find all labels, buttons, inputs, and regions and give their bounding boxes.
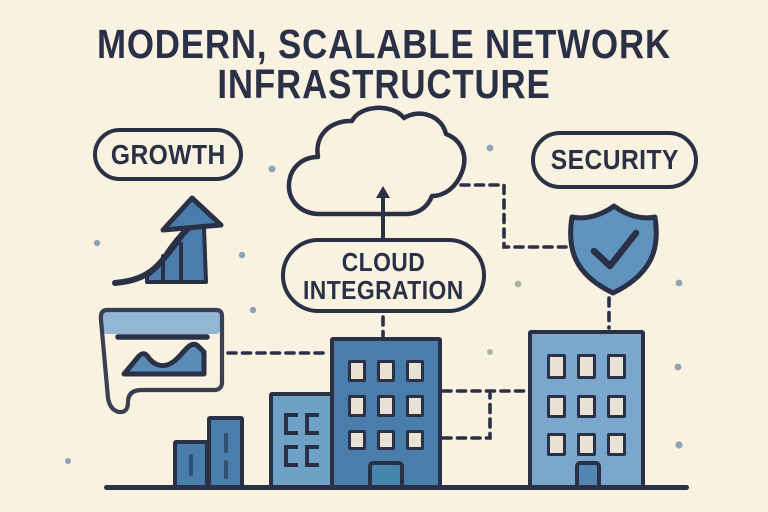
building-right — [528, 330, 645, 489]
accent-dots — [65, 144, 683, 464]
building-medium — [269, 392, 334, 489]
cloud-integration-label-2: INTEGRATION — [303, 274, 464, 305]
page-title: MODERN, SCALABLE NETWORK INFRASTRUCTURE — [0, 21, 768, 107]
building-window — [577, 354, 596, 379]
cloud-integration-badge: CLOUD INTEGRATION — [281, 238, 486, 313]
title-line-1: MODERN, SCALABLE NETWORK — [96, 21, 672, 67]
building-window — [577, 395, 596, 418]
connector-buildings-lower — [441, 392, 492, 440]
building-window — [377, 360, 395, 382]
bar-building-small — [173, 440, 209, 489]
building-center — [330, 337, 442, 489]
building-window — [406, 395, 424, 417]
security-badge-label: SECURITY — [550, 144, 679, 175]
analytics-window-icon — [98, 307, 225, 415]
cloud-icon — [286, 105, 467, 217]
shield-check-icon — [568, 203, 659, 296]
bar-mark — [189, 454, 193, 476]
building-window — [547, 433, 566, 456]
bar-building-tall — [207, 416, 244, 489]
building-window — [348, 430, 366, 450]
building-window — [348, 360, 366, 382]
building-window — [547, 354, 566, 379]
arrow-up-icon — [376, 186, 390, 240]
title-line-2: INFRASTRUCTURE — [217, 61, 551, 107]
connector-cloud-to-shield — [459, 183, 568, 249]
growth-arrow-chart-icon — [112, 195, 224, 286]
bar-mark — [223, 460, 228, 479]
building-window — [607, 354, 626, 379]
building-window — [284, 445, 298, 467]
security-badge: SECURITY — [531, 131, 698, 189]
ground-line — [104, 485, 689, 490]
building-window — [377, 430, 395, 450]
building-window — [607, 395, 626, 418]
building-window — [348, 395, 366, 417]
building-window — [607, 433, 626, 456]
building-door — [368, 461, 404, 486]
card-header-bar — [103, 312, 220, 334]
building-window — [406, 430, 424, 450]
building-window — [547, 395, 566, 418]
building-window — [305, 413, 319, 435]
building-window — [284, 413, 298, 435]
growth-badge: GROWTH — [93, 128, 243, 181]
growth-badge-label: GROWTH — [110, 138, 226, 170]
card-area-chart — [121, 341, 207, 377]
building-window — [377, 395, 395, 417]
building-window — [406, 360, 424, 382]
building-window — [577, 433, 596, 456]
bar-mark — [223, 433, 228, 453]
building-window — [305, 445, 319, 467]
building-door — [575, 461, 601, 486]
cloud-integration-label-1: CLOUD — [341, 246, 426, 277]
